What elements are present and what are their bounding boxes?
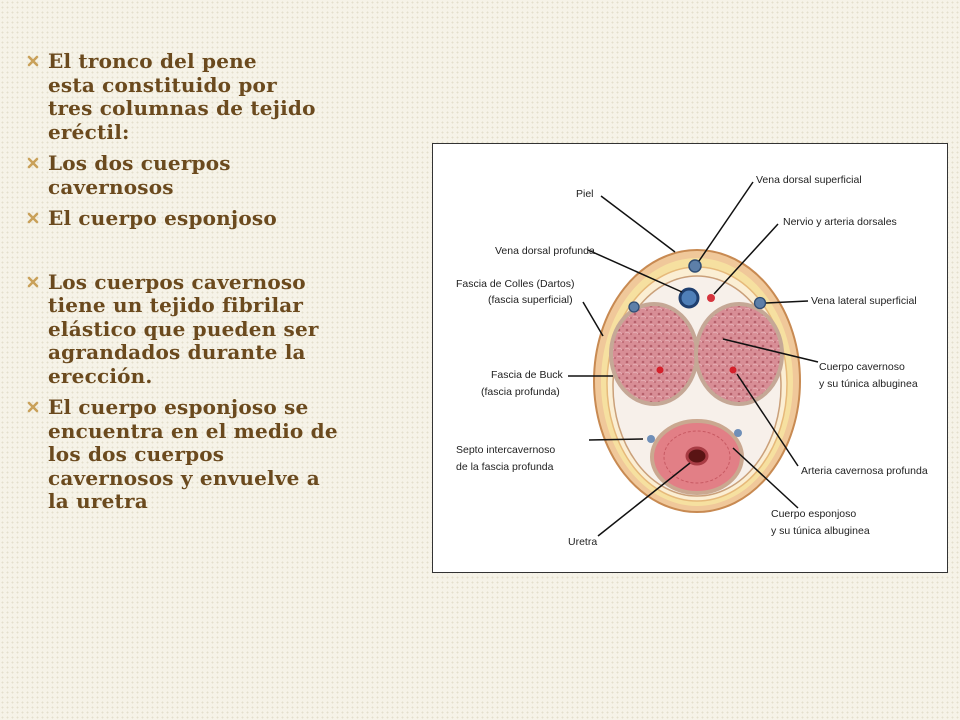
urethra (685, 446, 709, 466)
deep-dorsal-vein (678, 287, 700, 309)
label-uretra: Uretra (568, 536, 597, 548)
label-vena-dorsal-profunda: Vena dorsal profunda (495, 245, 595, 257)
lateral-vein-left (628, 301, 640, 313)
septum-vein-left (647, 435, 655, 443)
label-cuerpo-cavernoso-sub: y su túnica albuginea (819, 378, 918, 390)
cross-section-diagram: Piel Vena dorsal superficial Nervio y ar… (456, 174, 928, 548)
label-cuerpo-esponjoso: Cuerpo esponjoso (771, 508, 856, 520)
superficial-dorsal-vein (688, 259, 702, 273)
bullet-text: Los cuerpos cavernoso tiene un tejido fi… (48, 269, 319, 388)
bullet-item: El cuerpo esponjoso se encuentra en el m… (22, 395, 412, 514)
bullet-item: Los dos cuerpos cavernosos (22, 151, 412, 199)
corpus-cavernosum-right (694, 302, 784, 406)
label-nervio-arteria: Nervio y arteria dorsales (783, 216, 897, 228)
x-cross-icon (27, 55, 39, 67)
bullet-list: El tronco del pene esta constituido por … (22, 49, 412, 514)
label-septo-sub: de la fascia profunda (456, 461, 554, 473)
label-fascia-buck: Fascia de Buck (491, 369, 564, 381)
x-cross-icon (27, 212, 39, 224)
label-septo: Septo intercavernoso (456, 444, 555, 456)
bullet-text: El cuerpo esponjoso (48, 206, 277, 230)
bullet-text: Los dos cuerpos cavernosos (48, 151, 231, 199)
label-fascia-colles: Fascia de Colles (Dartos) (456, 278, 574, 290)
deep-artery-right (729, 366, 737, 374)
label-fascia-colles-sub: (fascia superficial) (488, 294, 573, 306)
bullet-item: Los cuerpos cavernoso tiene un tejido fi… (22, 269, 412, 389)
bullet-text: El cuerpo esponjoso se encuentra en el m… (48, 395, 338, 513)
lateral-vein-right (753, 296, 767, 310)
anatomy-figure: Piel Vena dorsal superficial Nervio y ar… (432, 143, 948, 573)
corpus-cavernosum-left (609, 302, 699, 406)
label-cuerpo-cavernoso: Cuerpo cavernoso (819, 361, 905, 373)
x-cross-icon (27, 276, 39, 287)
x-cross-icon (27, 401, 39, 413)
label-piel: Piel (576, 188, 594, 200)
label-fascia-buck-sub: (fascia profunda) (481, 386, 560, 398)
deep-artery-left (656, 366, 664, 374)
bullet-text: El tronco del pene esta constituido por … (48, 49, 316, 144)
bullet-item: El cuerpo esponjoso (22, 206, 412, 231)
x-cross-icon (27, 157, 39, 169)
septum-vein-right (734, 429, 742, 437)
label-arteria-cavernosa: Arteria cavernosa profunda (801, 465, 928, 477)
label-vena-dorsal-superficial: Vena dorsal superficial (756, 174, 862, 186)
label-cuerpo-esponjoso-sub: y su túnica albuginea (771, 525, 870, 537)
corpus-spongiosum-inner (663, 430, 731, 484)
dorsal-artery (707, 294, 715, 302)
label-vena-lateral: Vena lateral superficial (811, 295, 917, 307)
bullet-item: El tronco del pene esta constituido por … (22, 49, 412, 144)
